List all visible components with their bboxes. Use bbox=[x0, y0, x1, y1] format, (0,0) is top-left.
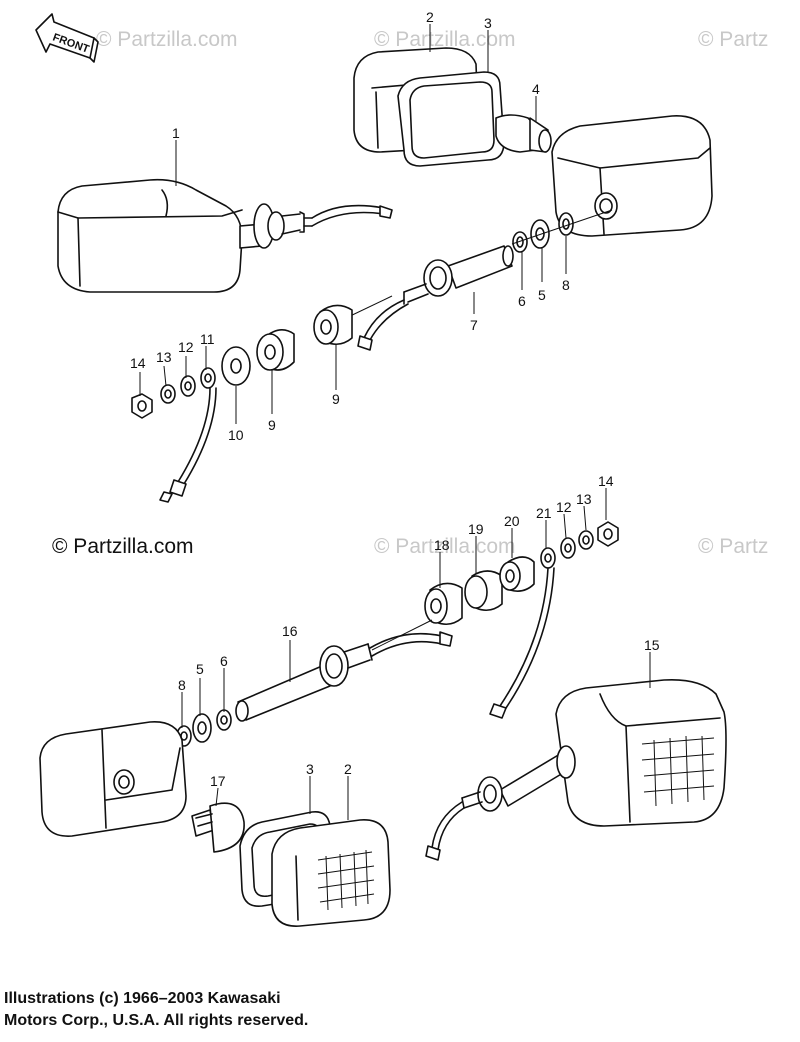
washer-13-bottom bbox=[578, 530, 594, 550]
leader-lines bbox=[139, 24, 651, 820]
callout-6: 6 bbox=[220, 653, 228, 669]
callout-16: 16 bbox=[282, 623, 298, 639]
lens-grid-icon bbox=[317, 849, 375, 911]
turn-signal-lens-1 bbox=[57, 178, 393, 293]
watermark: © Partzilla.com bbox=[96, 28, 238, 51]
watermark: © Partz bbox=[698, 535, 768, 558]
grommet-19 bbox=[464, 570, 503, 612]
bulb-17 bbox=[191, 802, 245, 853]
callout-2: 2 bbox=[426, 9, 434, 25]
watermark: © Partzilla.com bbox=[52, 535, 194, 558]
lens-grid-icon bbox=[641, 735, 715, 807]
turn-signal-lens-15 bbox=[425, 678, 727, 861]
callout-1: 1 bbox=[172, 125, 180, 141]
copyright-notice: Illustrations (c) 1966–2003 Kawasaki Mot… bbox=[4, 988, 564, 1032]
callout-14: 14 bbox=[598, 473, 614, 489]
washer-13 bbox=[160, 384, 176, 404]
callout-12: 12 bbox=[178, 339, 194, 355]
nut-5-bottom bbox=[192, 713, 212, 743]
callout-9: 9 bbox=[268, 417, 276, 433]
watermark: © Partzilla.com bbox=[374, 28, 516, 51]
terminal-21 bbox=[489, 547, 556, 719]
watermark: © Partzilla.com bbox=[374, 535, 516, 558]
callout-7: 7 bbox=[470, 317, 478, 333]
terminal-11 bbox=[159, 367, 217, 503]
callout-15: 15 bbox=[644, 637, 660, 653]
washer-8-top bbox=[558, 212, 574, 236]
callout-5: 5 bbox=[196, 661, 204, 677]
stem-16 bbox=[235, 619, 453, 722]
nut-14-bottom bbox=[597, 521, 619, 547]
callout-21: 21 bbox=[536, 505, 552, 521]
callout-11: 11 bbox=[200, 331, 215, 347]
callout-20: 20 bbox=[504, 513, 520, 529]
copyright-line-1: Illustrations (c) 1966–2003 Kawasaki bbox=[4, 990, 281, 1007]
boot-4 bbox=[495, 114, 552, 153]
callout-17: 17 bbox=[210, 773, 226, 789]
callout-13: 13 bbox=[156, 349, 172, 365]
front-arrow-icon: FRONT bbox=[35, 13, 99, 63]
lens-2-bottom bbox=[271, 819, 391, 927]
callout-14: 14 bbox=[130, 355, 146, 371]
lens-housing-right bbox=[551, 115, 713, 237]
washer-20 bbox=[499, 556, 535, 592]
callout-13: 13 bbox=[576, 491, 592, 507]
callout-8: 8 bbox=[562, 277, 570, 293]
callout-2: 2 bbox=[344, 761, 352, 777]
callout-9: 9 bbox=[332, 391, 340, 407]
callout-numbers: 1 2 3 4 7 6 5 8 9 9 10 11 12 13 14 18 19… bbox=[130, 9, 660, 789]
gasket-3 bbox=[397, 71, 505, 167]
stem-7 bbox=[345, 245, 514, 351]
lens-housing-left bbox=[39, 721, 187, 837]
grommet-9-left bbox=[256, 329, 295, 371]
watermark: © Partz bbox=[698, 28, 768, 51]
nut-14 bbox=[131, 393, 153, 419]
grommet-18 bbox=[424, 582, 463, 626]
callout-3: 3 bbox=[484, 15, 492, 31]
callout-19: 19 bbox=[468, 521, 484, 537]
callout-10: 10 bbox=[228, 427, 244, 443]
lock-washer-12-bottom bbox=[560, 537, 576, 559]
callout-3: 3 bbox=[306, 761, 314, 777]
washer-6-bottom bbox=[216, 709, 232, 731]
callout-6: 6 bbox=[518, 293, 526, 309]
callout-8: 8 bbox=[178, 677, 186, 693]
callout-5: 5 bbox=[538, 287, 546, 303]
washer-6-top bbox=[512, 231, 528, 253]
grommet-9-right bbox=[313, 304, 353, 346]
callout-12: 12 bbox=[556, 499, 572, 515]
copyright-line-2: Motors Corp., U.S.A. All rights reserved… bbox=[4, 1012, 309, 1029]
lock-washer-12 bbox=[180, 375, 196, 397]
callout-18: 18 bbox=[434, 537, 450, 553]
washer-10 bbox=[221, 346, 251, 386]
callout-4: 4 bbox=[532, 81, 540, 97]
